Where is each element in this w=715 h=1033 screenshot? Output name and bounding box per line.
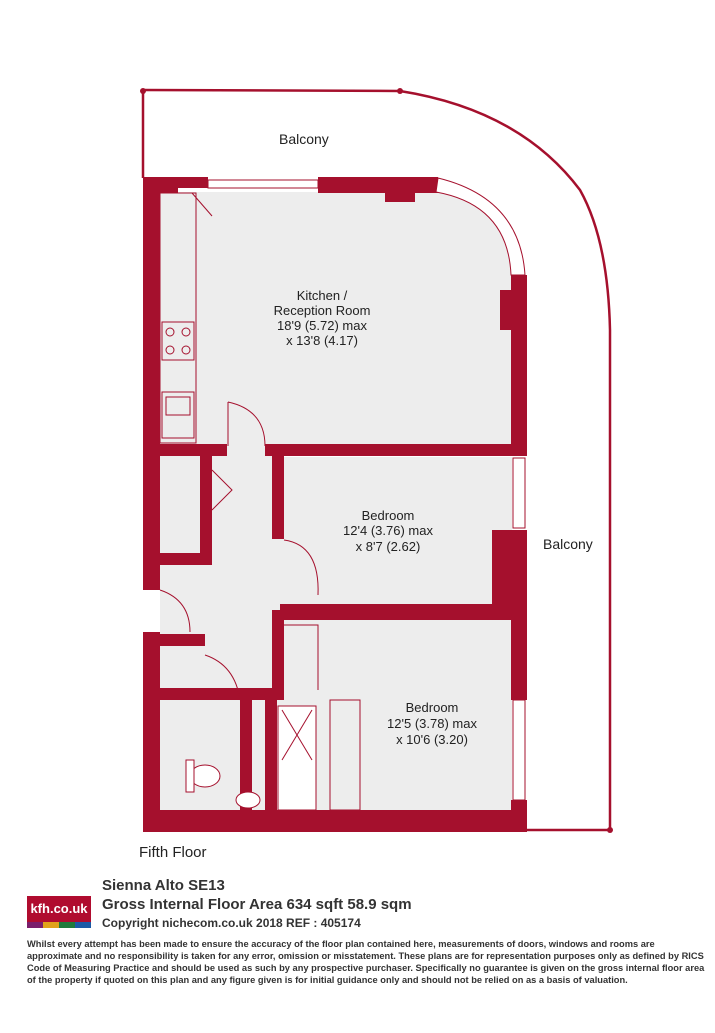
floor-area: Gross Internal Floor Area 634 sqft 58.9 …: [102, 896, 412, 913]
kitchen-label-line1: Kitchen /: [297, 288, 348, 303]
logo-stripe: [75, 922, 91, 928]
room-fills: [160, 192, 512, 821]
floor-label: Fifth Floor: [139, 844, 207, 861]
kitchen-label-line2: Reception Room: [274, 303, 371, 318]
bedroom2-label: Bedroom: [406, 700, 459, 715]
walls: [143, 177, 527, 832]
balcony-post: [607, 827, 613, 833]
logo-stripe: [59, 922, 75, 928]
floor-plan: Kitchen / Reception Room 18'9 (5.72) max…: [140, 88, 613, 833]
windows: [207, 177, 526, 801]
logo-text: kfh.co.uk: [27, 896, 91, 922]
logo-stripe: [27, 922, 43, 928]
balcony-top-label: Balcony: [279, 131, 329, 147]
bedroom2-dimensions-1: 12'5 (3.78) max: [387, 716, 477, 731]
copyright: Copyright nichecom.co.uk 2018 REF : 4051…: [102, 916, 361, 930]
kitchen-dimensions-1: 18'9 (5.72) max: [277, 318, 367, 333]
property-info: Sienna Alto SE13 Gross Internal Floor Ar…: [102, 877, 412, 930]
property-name: Sienna Alto SE13: [102, 877, 225, 894]
balcony-post: [140, 88, 146, 94]
balcony-right-label: Balcony: [543, 536, 593, 552]
bedroom1-dimensions-1: 12'4 (3.76) max: [343, 523, 433, 538]
bedroom1-dimensions-2: x 8'7 (2.62): [356, 539, 421, 554]
balcony-outline: [142, 88, 612, 832]
bedroom1-label: Bedroom: [362, 508, 415, 523]
balcony-post: [397, 88, 403, 94]
doors: [159, 192, 319, 701]
bathroom-fixtures: [185, 699, 361, 811]
logo-stripe: [43, 922, 59, 928]
disclaimer: Whilst every attempt has been made to en…: [27, 939, 705, 985]
kfh-logo: kfh.co.uk: [27, 896, 91, 928]
kitchen-dimensions-2: x 13'8 (4.17): [286, 333, 358, 348]
kitchen-worktop: [159, 192, 197, 444]
bedroom2-dimensions-2: x 10'6 (3.20): [396, 732, 468, 747]
